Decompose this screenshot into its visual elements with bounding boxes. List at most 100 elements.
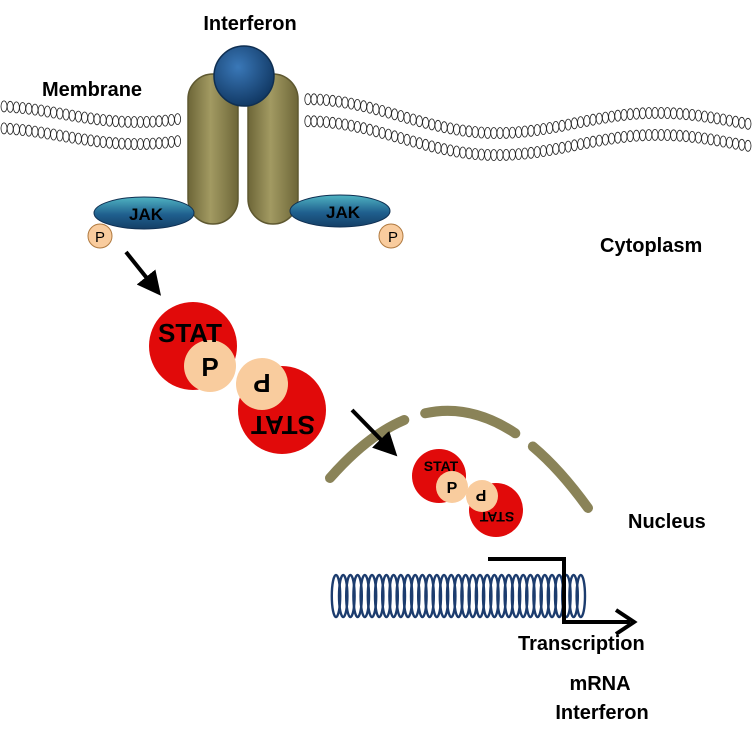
lipid-head <box>310 93 318 106</box>
lipid-head <box>130 116 138 128</box>
lipid-head <box>608 110 615 123</box>
lipid-head <box>409 135 417 148</box>
lipid-head <box>12 123 20 136</box>
lipid-head <box>496 127 504 139</box>
phosphate-jak-right-shape <box>378 223 404 249</box>
lipid-head <box>533 124 541 136</box>
lipid-head <box>521 125 529 138</box>
lipid-head <box>75 110 82 123</box>
lipid-head <box>552 121 560 133</box>
lipid-head <box>428 118 436 131</box>
arrow-activation <box>124 250 161 296</box>
lipid-head <box>651 128 659 141</box>
lipid-head <box>583 115 591 127</box>
lipid-head <box>31 125 39 138</box>
lipid-head <box>726 136 733 149</box>
lipid-head <box>713 112 721 125</box>
lipid-head <box>310 115 318 128</box>
mrna-label: mRNA <box>569 673 630 695</box>
lipid-head <box>552 142 560 155</box>
lipid-head <box>670 107 677 120</box>
lipid-head <box>81 111 88 124</box>
lipid-head <box>540 145 547 157</box>
lipid-head <box>558 141 566 154</box>
lipid-head <box>136 116 144 128</box>
lipid-head <box>372 103 380 116</box>
lipid-head <box>509 126 516 139</box>
dna-strand-turn <box>575 573 587 619</box>
lipid-head <box>112 137 119 150</box>
lipid-head <box>130 138 138 150</box>
interferon-receptor <box>187 73 299 225</box>
lipid-head <box>471 126 479 138</box>
jak-right-label: JAK <box>326 203 361 222</box>
interferon-product-label: Interferon <box>555 702 648 724</box>
lipid-head <box>384 106 392 119</box>
lipid-head <box>682 130 690 143</box>
lipid-head <box>360 100 368 113</box>
lipid-head <box>471 148 479 160</box>
lipid-head <box>428 140 436 153</box>
lipid-head <box>453 145 461 158</box>
lipid-head <box>335 95 343 108</box>
lipid-head <box>434 119 442 132</box>
lipid-head <box>540 123 547 135</box>
lipid-head <box>143 137 151 150</box>
lipid-head <box>87 112 95 125</box>
lipid-head <box>335 117 343 130</box>
lipid-head <box>155 137 163 150</box>
lipid-head <box>403 111 411 124</box>
lipid-head <box>68 131 76 144</box>
lipid-head <box>0 122 8 135</box>
lipid-head <box>459 124 467 137</box>
lipid-head <box>477 126 485 139</box>
jak-right: JAK <box>289 194 391 228</box>
lipid-head <box>695 109 702 122</box>
lipid-head <box>75 132 82 145</box>
lipid-head <box>719 135 727 148</box>
lipid-head <box>341 118 349 131</box>
lipid-head <box>614 109 622 122</box>
lipid-head <box>372 125 380 138</box>
lipid-head <box>341 96 349 109</box>
lipid-head <box>161 114 169 127</box>
lipid-head <box>422 138 430 151</box>
lipid-head <box>459 146 467 159</box>
lipid-head <box>707 111 715 124</box>
lipid-head <box>44 105 51 118</box>
lipid-head <box>527 124 535 137</box>
lipid-head <box>68 109 76 122</box>
lipid-head <box>701 110 708 123</box>
lipid-head <box>509 148 516 161</box>
phosphate-jak-right: P <box>378 223 404 249</box>
lipid-head <box>639 129 646 142</box>
interferon-ligand <box>213 45 275 107</box>
lipid-head <box>453 123 461 136</box>
lipid-head <box>44 127 51 140</box>
jak-left-shape <box>93 196 195 230</box>
interferon-label: Interferon <box>203 13 296 35</box>
lipid-head <box>434 141 442 154</box>
lipid-head <box>316 115 324 128</box>
lipid-head <box>347 119 355 132</box>
lipid-head <box>360 122 368 135</box>
lipid-head <box>106 114 113 127</box>
lipid-head <box>484 148 492 161</box>
stat-dimer-b-label: STAT <box>251 410 315 440</box>
lipid-head <box>620 109 628 121</box>
lipid-head <box>112 115 119 128</box>
small-stat-b-label: STAT <box>479 509 514 525</box>
lipid-head <box>645 129 653 141</box>
lipid-head <box>37 126 45 139</box>
lipid-head <box>322 94 330 106</box>
small-phosphate-b-label: P <box>475 486 486 503</box>
lipid-head <box>521 147 529 160</box>
lipid-head <box>31 103 39 116</box>
transcription-arrow-line <box>488 557 630 624</box>
lipid-head <box>329 116 337 129</box>
lipid-head <box>595 134 603 147</box>
lipid-head <box>397 132 405 144</box>
lipid-head <box>167 135 175 148</box>
lipid-head <box>143 116 151 128</box>
